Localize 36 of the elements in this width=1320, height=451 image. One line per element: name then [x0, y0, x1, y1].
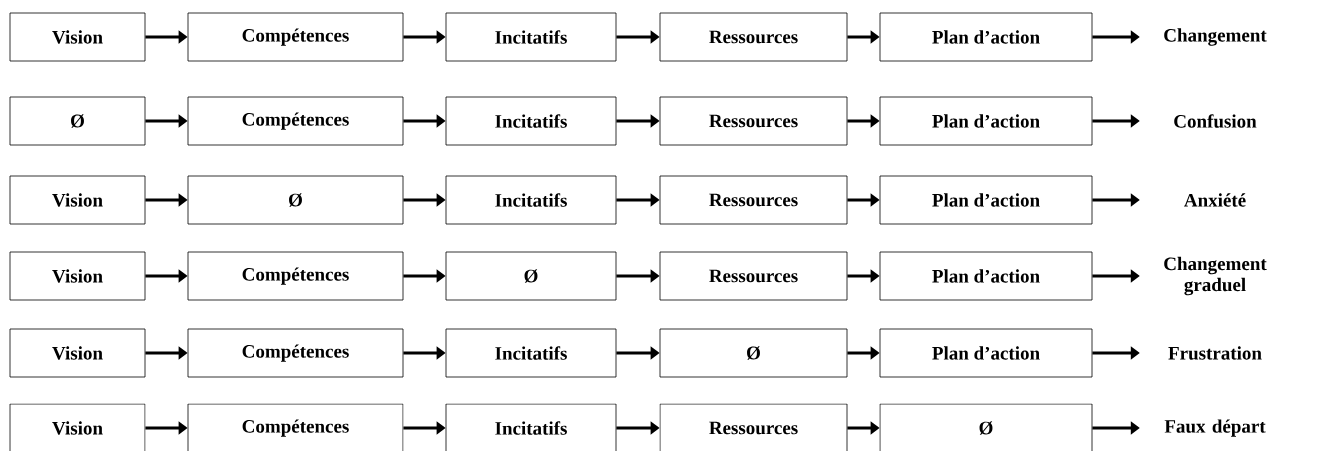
outcome-label: Changement graduel — [1164, 256, 1267, 296]
process-box: Vision — [9, 12, 146, 62]
process-box: Vision — [9, 175, 146, 225]
process-box: Ø — [9, 96, 146, 146]
process-box: Incitatifs — [445, 12, 617, 62]
process-box: Vision — [9, 403, 146, 451]
process-box: Ressources — [659, 96, 848, 146]
process-box: Ressources — [659, 251, 848, 301]
process-box: Incitatifs — [445, 96, 617, 146]
process-box: Plan d’action — [879, 328, 1093, 378]
process-box: Ø — [187, 175, 404, 225]
process-box: Ø — [659, 328, 848, 378]
process-box: Ressources — [659, 175, 848, 225]
process-box: Ressources — [659, 403, 848, 451]
outcome-label: Changement — [1164, 28, 1267, 46]
process-box: Compétences — [187, 251, 404, 301]
outcome-label: Faux départ — [1164, 419, 1266, 437]
process-box: Plan d’action — [879, 251, 1093, 301]
process-box: Incitatifs — [445, 175, 617, 225]
process-box: Ø — [879, 403, 1093, 451]
outcome-label: Confusion — [1174, 114, 1257, 128]
process-box: Ø — [445, 251, 617, 301]
process-box: Incitatifs — [445, 328, 617, 378]
process-box: Vision — [9, 251, 146, 301]
process-box: Plan d’action — [879, 12, 1093, 62]
process-box: Incitatifs — [445, 403, 617, 451]
process-box: Plan d’action — [879, 175, 1093, 225]
process-box: Plan d’action — [879, 96, 1093, 146]
process-box: Vision — [9, 328, 146, 378]
process-box: Compétences — [187, 403, 404, 451]
process-box: Ressources — [659, 12, 848, 62]
process-box: Compétences — [187, 328, 404, 378]
outcome-label: Anxiété — [1184, 193, 1246, 207]
process-box: Compétences — [187, 12, 404, 62]
process-box: Compétences — [187, 96, 404, 146]
outcome-label: Frustration — [1168, 346, 1262, 360]
